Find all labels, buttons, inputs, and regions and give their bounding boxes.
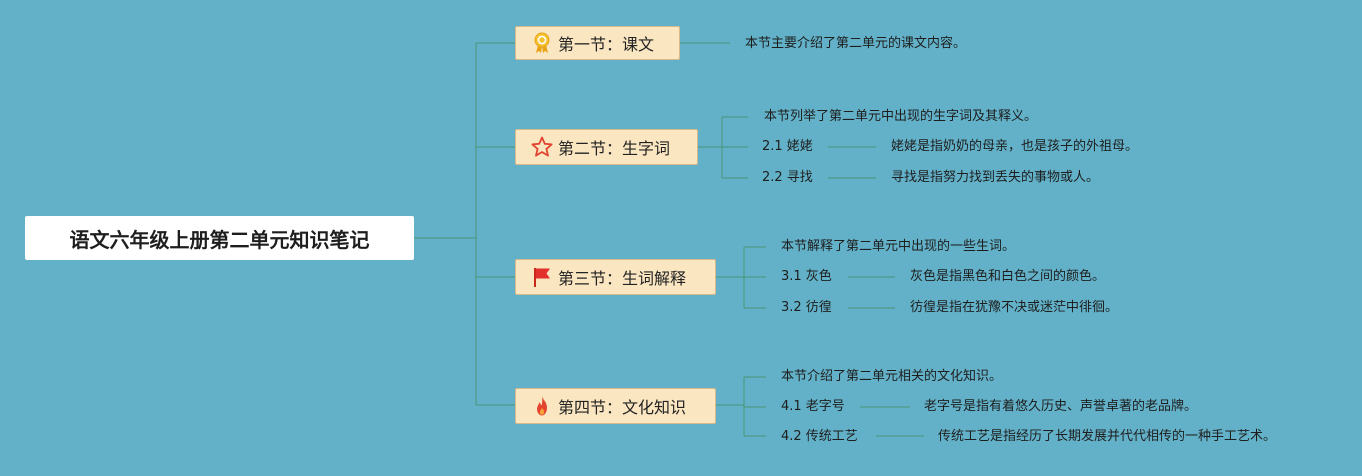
definition-4-1: 老字号是指有着悠久历史、声誉卓著的老品牌。 — [924, 399, 1198, 414]
term-3-2: 3.2 彷徨 — [781, 300, 832, 315]
section-node-1[interactable]: 第一节：课文 — [515, 26, 680, 60]
award-ribbon-icon — [530, 31, 554, 55]
root-node[interactable]: 语文六年级上册第二单元知识笔记 — [25, 216, 414, 260]
term-4-2: 4.2 传统工艺 — [781, 429, 858, 444]
section-summary-4: 本节介绍了第二单元相关的文化知识。 — [781, 369, 1003, 384]
star-outline-icon — [530, 135, 554, 159]
definition-2-1: 姥姥是指奶奶的母亲，也是孩子的外祖母。 — [891, 139, 1139, 154]
definition-4-2: 传统工艺是指经历了长期发展并代代相传的一种手工艺术。 — [938, 429, 1277, 444]
section-node-2[interactable]: 第二节：生字词 — [515, 129, 698, 165]
section-label-4: 第四节：文化知识 — [558, 398, 687, 417]
section-summary-3: 本节解释了第二单元中出现的一些生词。 — [781, 239, 1016, 254]
definition-2-2: 寻找是指努力找到丢失的事物或人。 — [891, 170, 1100, 185]
root-title: 语文六年级上册第二单元知识笔记 — [69, 227, 370, 252]
term-2-2: 2.2 寻找 — [762, 170, 813, 185]
section-summary-2: 本节列举了第二单元中出现的生字词及其释义。 — [764, 109, 1038, 124]
section-node-4[interactable]: 第四节：文化知识 — [515, 388, 716, 424]
term-3-1: 3.1 灰色 — [781, 269, 832, 284]
section-node-3[interactable]: 第三节：生词解释 — [515, 259, 716, 295]
fire-icon — [530, 394, 554, 418]
term-2-1: 2.1 姥姥 — [762, 139, 813, 154]
section-label-3: 第三节：生词解释 — [558, 269, 687, 288]
definition-3-1: 灰色是指黑色和白色之间的颜色。 — [910, 269, 1106, 284]
red-flag-icon — [530, 265, 554, 289]
term-4-1: 4.1 老字号 — [781, 399, 845, 414]
definition-3-2: 彷徨是指在犹豫不决或迷茫中徘徊。 — [910, 300, 1119, 315]
section-summary-1: 本节主要介绍了第二单元的课文内容。 — [745, 36, 967, 51]
section-label-2: 第二节：生字词 — [558, 139, 671, 158]
section-label-1: 第一节：课文 — [558, 35, 655, 54]
